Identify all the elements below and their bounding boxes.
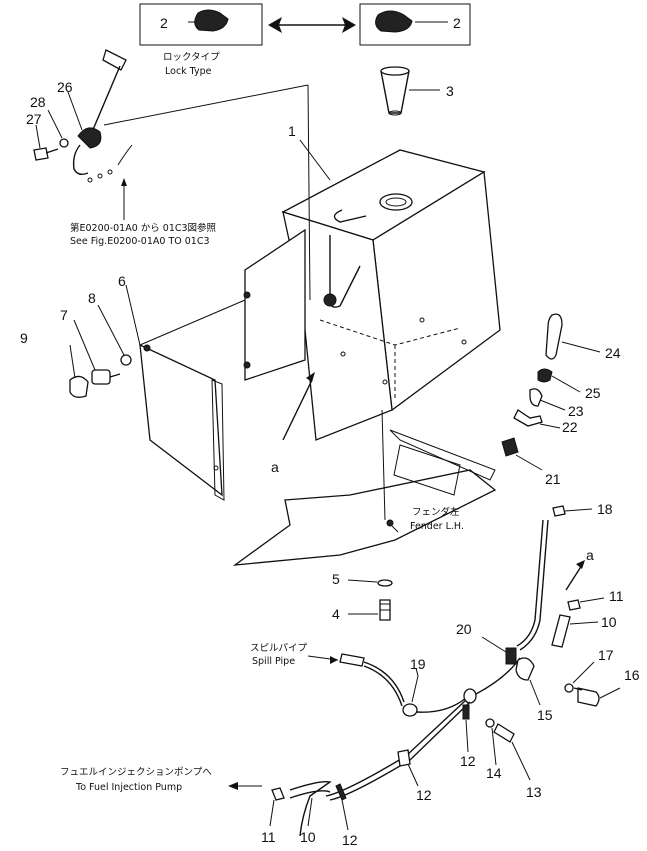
callout-15: 15 bbox=[537, 707, 553, 723]
fuel-pump-en: To Fuel Injection Pump bbox=[75, 782, 182, 793]
callout-25: 25 bbox=[585, 385, 601, 401]
callout-23: 23 bbox=[568, 403, 584, 419]
fender-jp: フェンダ左 bbox=[412, 506, 460, 518]
spill-pipe-en: Spill Pipe bbox=[252, 656, 295, 667]
callout-22: 22 bbox=[562, 419, 578, 435]
lock-type-en: Lock Type bbox=[165, 66, 212, 77]
callout-21: 21 bbox=[545, 471, 561, 487]
callout-19: 19 bbox=[410, 656, 426, 672]
spill-pipe-jp: スピルパイプ bbox=[250, 643, 308, 654]
fender bbox=[232, 409, 497, 621]
callout-6: 6 bbox=[118, 273, 126, 289]
lock-type-jp: ロックタイプ bbox=[163, 52, 220, 63]
callout-8: 8 bbox=[88, 290, 96, 306]
callout-12-bottom: 12 bbox=[342, 832, 358, 848]
fuel-pump-jp: フュエルインジェクションポンプへ bbox=[60, 767, 212, 778]
callout-26: 26 bbox=[57, 79, 73, 95]
right-fittings bbox=[501, 313, 601, 471]
fuel-tank bbox=[243, 139, 501, 441]
callout-9: 9 bbox=[20, 330, 28, 346]
callout-16: 16 bbox=[624, 667, 640, 683]
callout-7: 7 bbox=[60, 307, 68, 323]
fuel-piping bbox=[228, 505, 621, 837]
callout-3: 3 bbox=[446, 83, 454, 99]
cap-variant-box-right bbox=[359, 3, 471, 46]
callout-24: 24 bbox=[605, 345, 621, 361]
callout-2-left: 2 bbox=[160, 15, 168, 31]
cap-variant-box-left bbox=[139, 3, 263, 46]
callout-12-lower: 12 bbox=[416, 787, 432, 803]
text-notes: ロックタイプ Lock Type 第E0200-01A0 から 01C3図参照 … bbox=[60, 52, 464, 793]
lock-lever bbox=[33, 49, 311, 301]
side-cover bbox=[125, 284, 246, 501]
callout-10-top: 10 bbox=[601, 614, 617, 630]
see-fig-jp: 第E0200-01A0 から 01C3図参照 bbox=[70, 222, 217, 234]
callout-10-bottom: 10 bbox=[300, 829, 316, 845]
callout-17: 17 bbox=[598, 647, 614, 663]
see-fig-en: See Fig.E0200-01A0 TO 01C3 bbox=[70, 236, 210, 247]
callout-18: 18 bbox=[597, 501, 613, 517]
callout-11-top: 11 bbox=[609, 588, 624, 604]
callout-a-left: a bbox=[271, 459, 279, 475]
callout-14: 14 bbox=[486, 765, 502, 781]
arrow-a-left bbox=[282, 372, 315, 441]
callout-12-mid: 12 bbox=[460, 753, 476, 769]
callout-13: 13 bbox=[526, 784, 542, 800]
bolt-washer-group bbox=[69, 304, 132, 398]
callout-20: 20 bbox=[456, 621, 472, 637]
callout-1: 1 bbox=[288, 123, 296, 139]
callout-4: 4 bbox=[332, 606, 340, 622]
callout-labels: 2 2 3 1 27 28 26 6 8 7 9 24 25 23 22 21 … bbox=[20, 15, 640, 848]
double-arrow bbox=[268, 17, 356, 33]
fender-en: Fender L.H. bbox=[410, 521, 464, 532]
filler-neck bbox=[380, 66, 440, 116]
callout-5: 5 bbox=[332, 571, 340, 587]
callout-28: 28 bbox=[30, 94, 46, 110]
callout-27: 27 bbox=[26, 111, 42, 127]
callout-2-right: 2 bbox=[453, 15, 461, 31]
callout-11-bottom: 11 bbox=[261, 829, 276, 845]
callout-a-right: a bbox=[586, 547, 594, 563]
